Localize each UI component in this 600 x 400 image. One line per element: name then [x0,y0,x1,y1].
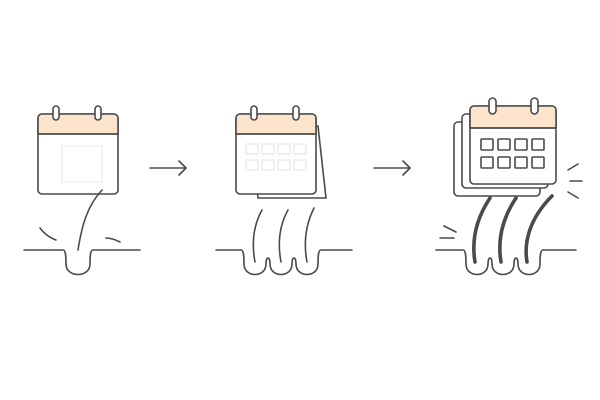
arrow-1-icon [149,160,187,176]
step-2-group [215,105,353,276]
arrow-2-icon [373,160,411,176]
step-3-group [435,97,583,276]
step-2-calendar-icon [235,105,327,199]
step-1-group [23,105,141,276]
step-3-sparkle-left-icon [439,225,457,239]
step-2-hair-follicles-icon [215,207,353,276]
step-1-hair-follicle-icon [23,189,141,276]
step-3-sparkle-right-icon [567,163,583,199]
step-1-calendar-icon [37,105,119,195]
step-3-hair-follicles-icon [435,194,577,276]
step-3-calendar-stack-icon [453,97,557,197]
